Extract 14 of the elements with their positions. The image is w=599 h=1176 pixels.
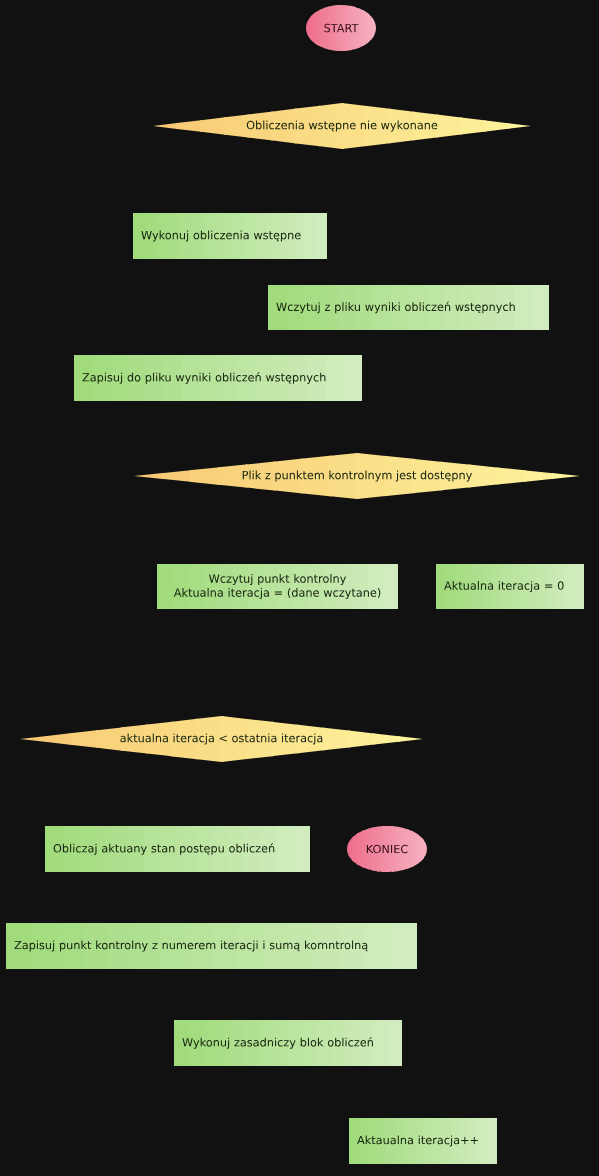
process-label: Zapisuj punkt kontrolny z numerem iteracji i sumą komntrolną	[14, 940, 368, 952]
decision-label: aktualna iteracja < ostatnia iteracja	[120, 733, 323, 745]
decision-label: Plik z punktem kontrolnym jest dostępny	[242, 470, 472, 482]
process-label: Wykonuj obliczenia wstępne	[141, 230, 301, 242]
terminal-label: START	[324, 23, 359, 33]
process-label: Obliczaj aktuany stan postępu obliczeń	[53, 843, 275, 855]
process-label: Wczytuj z pliku wyniki obliczeń wstępnych	[276, 301, 515, 314]
process-label: Aktaualna iteracja++	[357, 1135, 478, 1147]
process-label: Wczytuj punkt kontrolny Aktualna iteracja = (dane wczytane)	[173, 574, 381, 599]
process-label: Wykonuj zasadniczy blok obliczeń	[182, 1037, 373, 1049]
terminal-label: KONIEC	[366, 844, 408, 854]
process-label: Aktualna iteracja = 0	[444, 581, 564, 592]
process-label: Zapisuj do pliku wyniki obliczeń wstępnych	[82, 372, 326, 384]
decision-label: Obliczenia wstępne nie wykonane	[246, 120, 438, 132]
